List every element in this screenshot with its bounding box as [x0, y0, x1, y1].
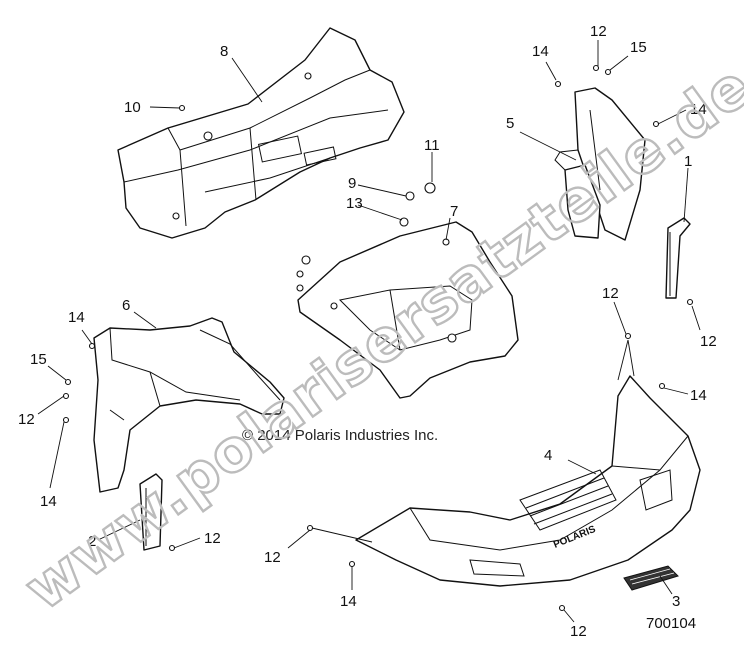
callout-9: 9 — [348, 175, 356, 192]
callout-2: 2 — [88, 533, 96, 550]
callout-15-fender: 15 — [30, 351, 47, 368]
callout-3: 3 — [672, 593, 680, 610]
callout-12-fender: 12 — [18, 411, 35, 428]
callout-14-bottom: 14 — [340, 593, 357, 610]
callout-4: 4 — [544, 447, 552, 464]
callout-5: 5 — [506, 115, 514, 132]
callout-12-bottom: 12 — [570, 623, 587, 640]
part-5-side-panel — [554, 87, 646, 241]
callout-8: 8 — [220, 43, 228, 60]
part-6-fender — [93, 317, 285, 493]
callout-7: 7 — [450, 203, 458, 220]
callout-12-bumper-top: 12 — [602, 285, 619, 302]
leader-lines — [37, 40, 701, 623]
callout-14-top-right: 14 — [690, 101, 707, 118]
callout-13: 13 — [346, 195, 363, 212]
callout-14-bumper-right: 14 — [690, 387, 707, 404]
part-8-dash-panel — [117, 27, 405, 239]
part-1-bracket — [665, 217, 691, 299]
copyright-notice: © 2014 Polaris Industries Inc. — [242, 427, 438, 444]
callout-11: 11 — [424, 137, 440, 154]
callout-12-top: 12 — [590, 23, 607, 40]
callout-10: 10 — [124, 99, 141, 116]
part-2-bracket — [139, 473, 163, 551]
part-7-hood — [297, 221, 519, 399]
diagram-number: 700104 — [646, 615, 696, 632]
callout-14-top-left: 14 — [532, 43, 549, 60]
callout-14-fender-bottom: 14 — [40, 493, 57, 510]
callout-labels: 8 10 11 9 13 7 14 12 15 14 5 1 12 12 14 … — [18, 23, 717, 640]
callout-12-right: 12 — [700, 333, 717, 350]
callout-1: 1 — [684, 153, 692, 170]
part-3-grille-plate — [623, 565, 679, 591]
callout-12-bracket: 12 — [204, 530, 221, 547]
callout-15-top: 15 — [630, 39, 647, 56]
callout-14-fender-top: 14 — [68, 309, 85, 326]
callout-12-bumper-left: 12 — [264, 549, 281, 566]
callout-6: 6 — [122, 297, 130, 314]
part-4-bumper: POLARIS — [355, 375, 701, 587]
